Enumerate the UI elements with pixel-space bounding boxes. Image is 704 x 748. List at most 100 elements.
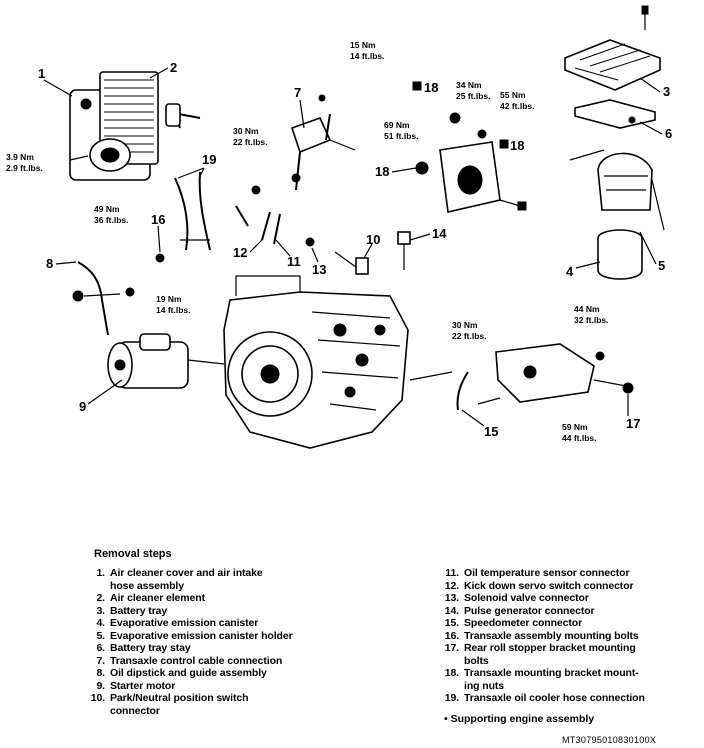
removal-step: 12.Kick down servo switch connector [440,580,700,593]
step-number: 4. [96,617,105,629]
leader-lines [43,67,663,427]
removal-step: 14. Pulse generator connector [440,605,700,618]
torque-control-cable-ft: 14 ft.lbs. [350,51,384,61]
torque-control-cable-nm: 15 Nm [350,40,376,50]
callout-9: 9 [79,399,86,414]
torque-roll-stopper-top-nm: 44 Nm [574,304,600,314]
callout-19: 19 [202,152,216,167]
callout-12: 12 [233,245,247,260]
torque-bracket-top-ft: 25 ft.lbs. [456,91,490,101]
removal-step: 17.Rear roll stopper bracket mounting bo… [440,642,700,667]
removal-step: 11. Oil temperature sensor connector [440,567,700,580]
removal-steps-right: 11. Oil temperature sensor connector 12.K… [440,567,700,705]
removal-step: 19. Transaxle oil cooler hose connection [440,692,700,705]
starter-motor [107,333,225,389]
step-text: Battery tray stay [110,642,191,654]
step-number: 8. [96,667,105,679]
step-text: Transaxle mounting bracket mount- ing nu… [464,667,639,692]
callout-16: 16 [151,212,165,227]
callout-2: 2 [170,60,177,75]
step-number: 14. [444,604,459,617]
removal-step: 7. Transaxle control cable connection [86,655,376,668]
air-cleaner-assembly [69,71,201,181]
transaxle-case [223,275,409,449]
removal-step: 5. Evaporative emission canister holder [86,630,376,643]
callout-7: 7 [294,85,301,100]
torque-bracket-right-ft: 42 ft.lbs. [500,101,534,111]
removal-step: 10.Park/Neutral position switch connecto… [86,692,376,717]
torque-mount-bolts-nm: 49 Nm [94,204,120,214]
removal-step: 18. Transaxle mounting bracket mount- ing… [440,667,700,692]
step-text: Transaxle oil cooler hose connection [464,692,645,704]
step-text: Evaporative emission canister [110,617,259,629]
step-number: 1. [96,567,105,579]
callout-10: 10 [366,232,380,247]
removal-step: 9.Starter motor [86,680,376,693]
step-text: Solenoid valve connector [464,592,589,604]
step-text: Rear roll stopper bracket mounting bolts [464,642,636,667]
step-text: Pulse generator connector [464,604,595,617]
callout-15: 15 [484,424,498,439]
step-text: Oil dipstick and guide assembly [110,667,267,679]
removal-step: 8. Oil dipstick and guide assembly [86,667,376,680]
callout-4: 4 [566,264,574,279]
torque-center-ft: 22 ft.lbs. [233,137,267,147]
removal-step: 3. Battery tray [86,605,376,618]
step-number: 11. [445,567,459,579]
step-number: 15. [444,617,459,629]
callout-18-top: 18 [424,80,438,95]
step-number: 3. [96,604,105,617]
callout-18-left: 18 [375,164,389,179]
mounting-bracket-area [415,112,527,213]
connectors-area [72,171,411,336]
step-number: 18. [444,667,459,679]
step-text: Starter motor [110,679,176,692]
callout-14: 14 [432,226,447,241]
torque-mount-bolts-ft: 36 ft.lbs. [94,215,128,225]
callout-8: 8 [46,256,53,271]
removal-step: 2. Air cleaner element [86,592,376,605]
step-text: Battery tray [110,604,168,617]
callout-11: 11 [287,254,301,269]
step-number: 13. [444,592,459,604]
torque-bracket-left-ft: 51 ft.lbs. [384,131,418,141]
rear-roll-stopper [409,343,634,411]
control-cable-area [290,94,356,191]
supporting-engine-note: • Supporting engine assembly [444,713,595,725]
removal-step: 1. Air cleaner cover and air intake hose … [86,567,376,592]
step-text: Oil temperature sensor connector [464,567,630,579]
step-text: Evaporative emission canister holder [110,629,293,642]
step-number: 12. [444,579,459,592]
removal-steps-left: 1. Air cleaner cover and air intake hose … [86,567,376,717]
callout-labels: 1 2 3 4 5 6 7 8 9 10 11 12 13 14 15 16 1… [38,60,672,439]
step-text: Transaxle assembly mounting bolts [464,629,639,642]
torque-air-cleaner-ft: 2.9 ft.lbs. [6,163,43,173]
torque-labels: 3.9 Nm 2.9 ft.lbs. 15 Nm 14 ft.lbs. 30 N… [6,40,608,443]
removal-step: 4. Evaporative emission canister [86,617,376,630]
torque-bracket-left-nm: 69 Nm [384,120,410,130]
callout-3: 3 [663,84,670,99]
torque-roll-stopper-bottom-nm: 59 Nm [562,422,588,432]
callout-1: 1 [38,66,45,81]
step-text: Transaxle control cable connection [110,654,283,667]
step-number: 19. [444,692,459,704]
transaxle-exploded-diagram: 1 2 3 4 5 6 7 8 9 10 11 12 13 14 15 16 1… [6,5,672,449]
step-number: 5. [96,629,105,642]
torque-center-nm: 30 Nm [233,126,259,136]
removal-step: 6.Battery tray stay [86,642,376,655]
step-text: Air cleaner element [110,592,205,604]
removal-steps-title: Removal steps [94,548,172,560]
removal-step: 16. Transaxle assembly mounting bolts [440,630,700,643]
step-text: Air cleaner cover and air intake hose as… [110,567,263,592]
torque-roll-stopper-bottom-ft: 44 ft.lbs. [562,433,596,443]
callout-17: 17 [626,416,640,431]
torque-dipstick-ft: 14 ft.lbs. [156,305,190,315]
step-number: 7. [96,654,105,667]
torque-dipstick-nm: 19 Nm [156,294,182,304]
battery-tray-assembly [564,5,665,280]
torque-bracket-right-nm: 55 Nm [500,90,526,100]
removal-step: 13. Solenoid valve connector [440,592,700,605]
figure-code: MT30795010830100X [562,735,657,745]
step-number: 2. [96,592,105,604]
step-number: 16. [444,629,459,642]
